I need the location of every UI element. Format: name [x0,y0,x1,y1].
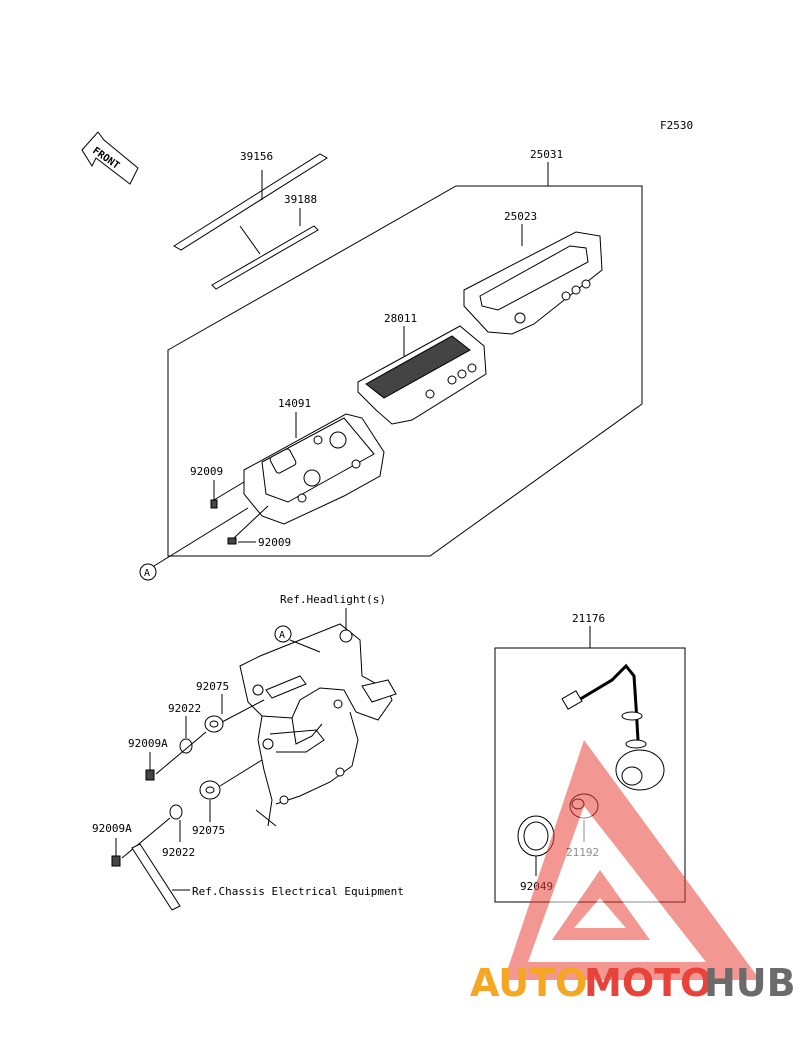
front-arrow-icon: FRONT [81,131,139,185]
watermark-hub: HUB [704,961,796,1005]
label-92022-lower: 92022 [162,846,195,859]
label-25031: 25031 [530,148,563,161]
watermark-logo [504,740,760,980]
label-92075-lower: 92075 [192,824,225,837]
assembly-25031-outline [167,185,643,557]
ref-headlight: Ref.Headlight(s) [280,593,386,606]
label-25023: 25023 [504,210,537,223]
label-92075-upper: 92075 [196,680,229,693]
label-92022-upper: 92022 [168,702,201,715]
part-25023-shape [463,231,603,335]
figure-code: F2530 [660,119,693,132]
part-39156-shape [173,153,328,251]
bolt-icon [111,855,121,867]
watermark-auto: AUTO [470,961,587,1005]
label-92009A-upper: 92009A [128,737,168,750]
label-14091: 14091 [278,397,311,410]
washer-icon [179,738,193,754]
screw-icon [210,499,218,509]
part-28011-shape [357,325,487,425]
part-21176-shape [561,663,665,791]
part-39188-shape [211,208,319,290]
callout-a-top [139,563,157,581]
watermark-moto: MOTO [584,961,712,1005]
grommet-icon [204,715,224,733]
label-92009A-lower: 92009A [92,822,132,835]
ref-chassis-electrical: Ref.Chassis Electrical Equipment [192,885,404,898]
screw-icon [227,537,237,545]
meter-bracket-shape [239,623,397,827]
callout-a-bracket [274,625,292,643]
grommet-icon [199,780,221,800]
label-28011: 28011 [384,312,417,325]
label-92009-bottom: 92009 [258,536,291,549]
washer-icon [169,804,183,820]
callout-a-top-label: A [144,568,150,579]
label-39188: 39188 [284,193,317,206]
label-39156: 39156 [240,150,273,163]
label-92009-top: 92009 [190,465,223,478]
callout-a-bracket-label: A [279,630,285,641]
label-21176: 21176 [572,612,605,625]
bolt-icon [145,769,155,781]
tie-strap-shape [131,843,181,911]
part-14091-shape [243,413,385,525]
